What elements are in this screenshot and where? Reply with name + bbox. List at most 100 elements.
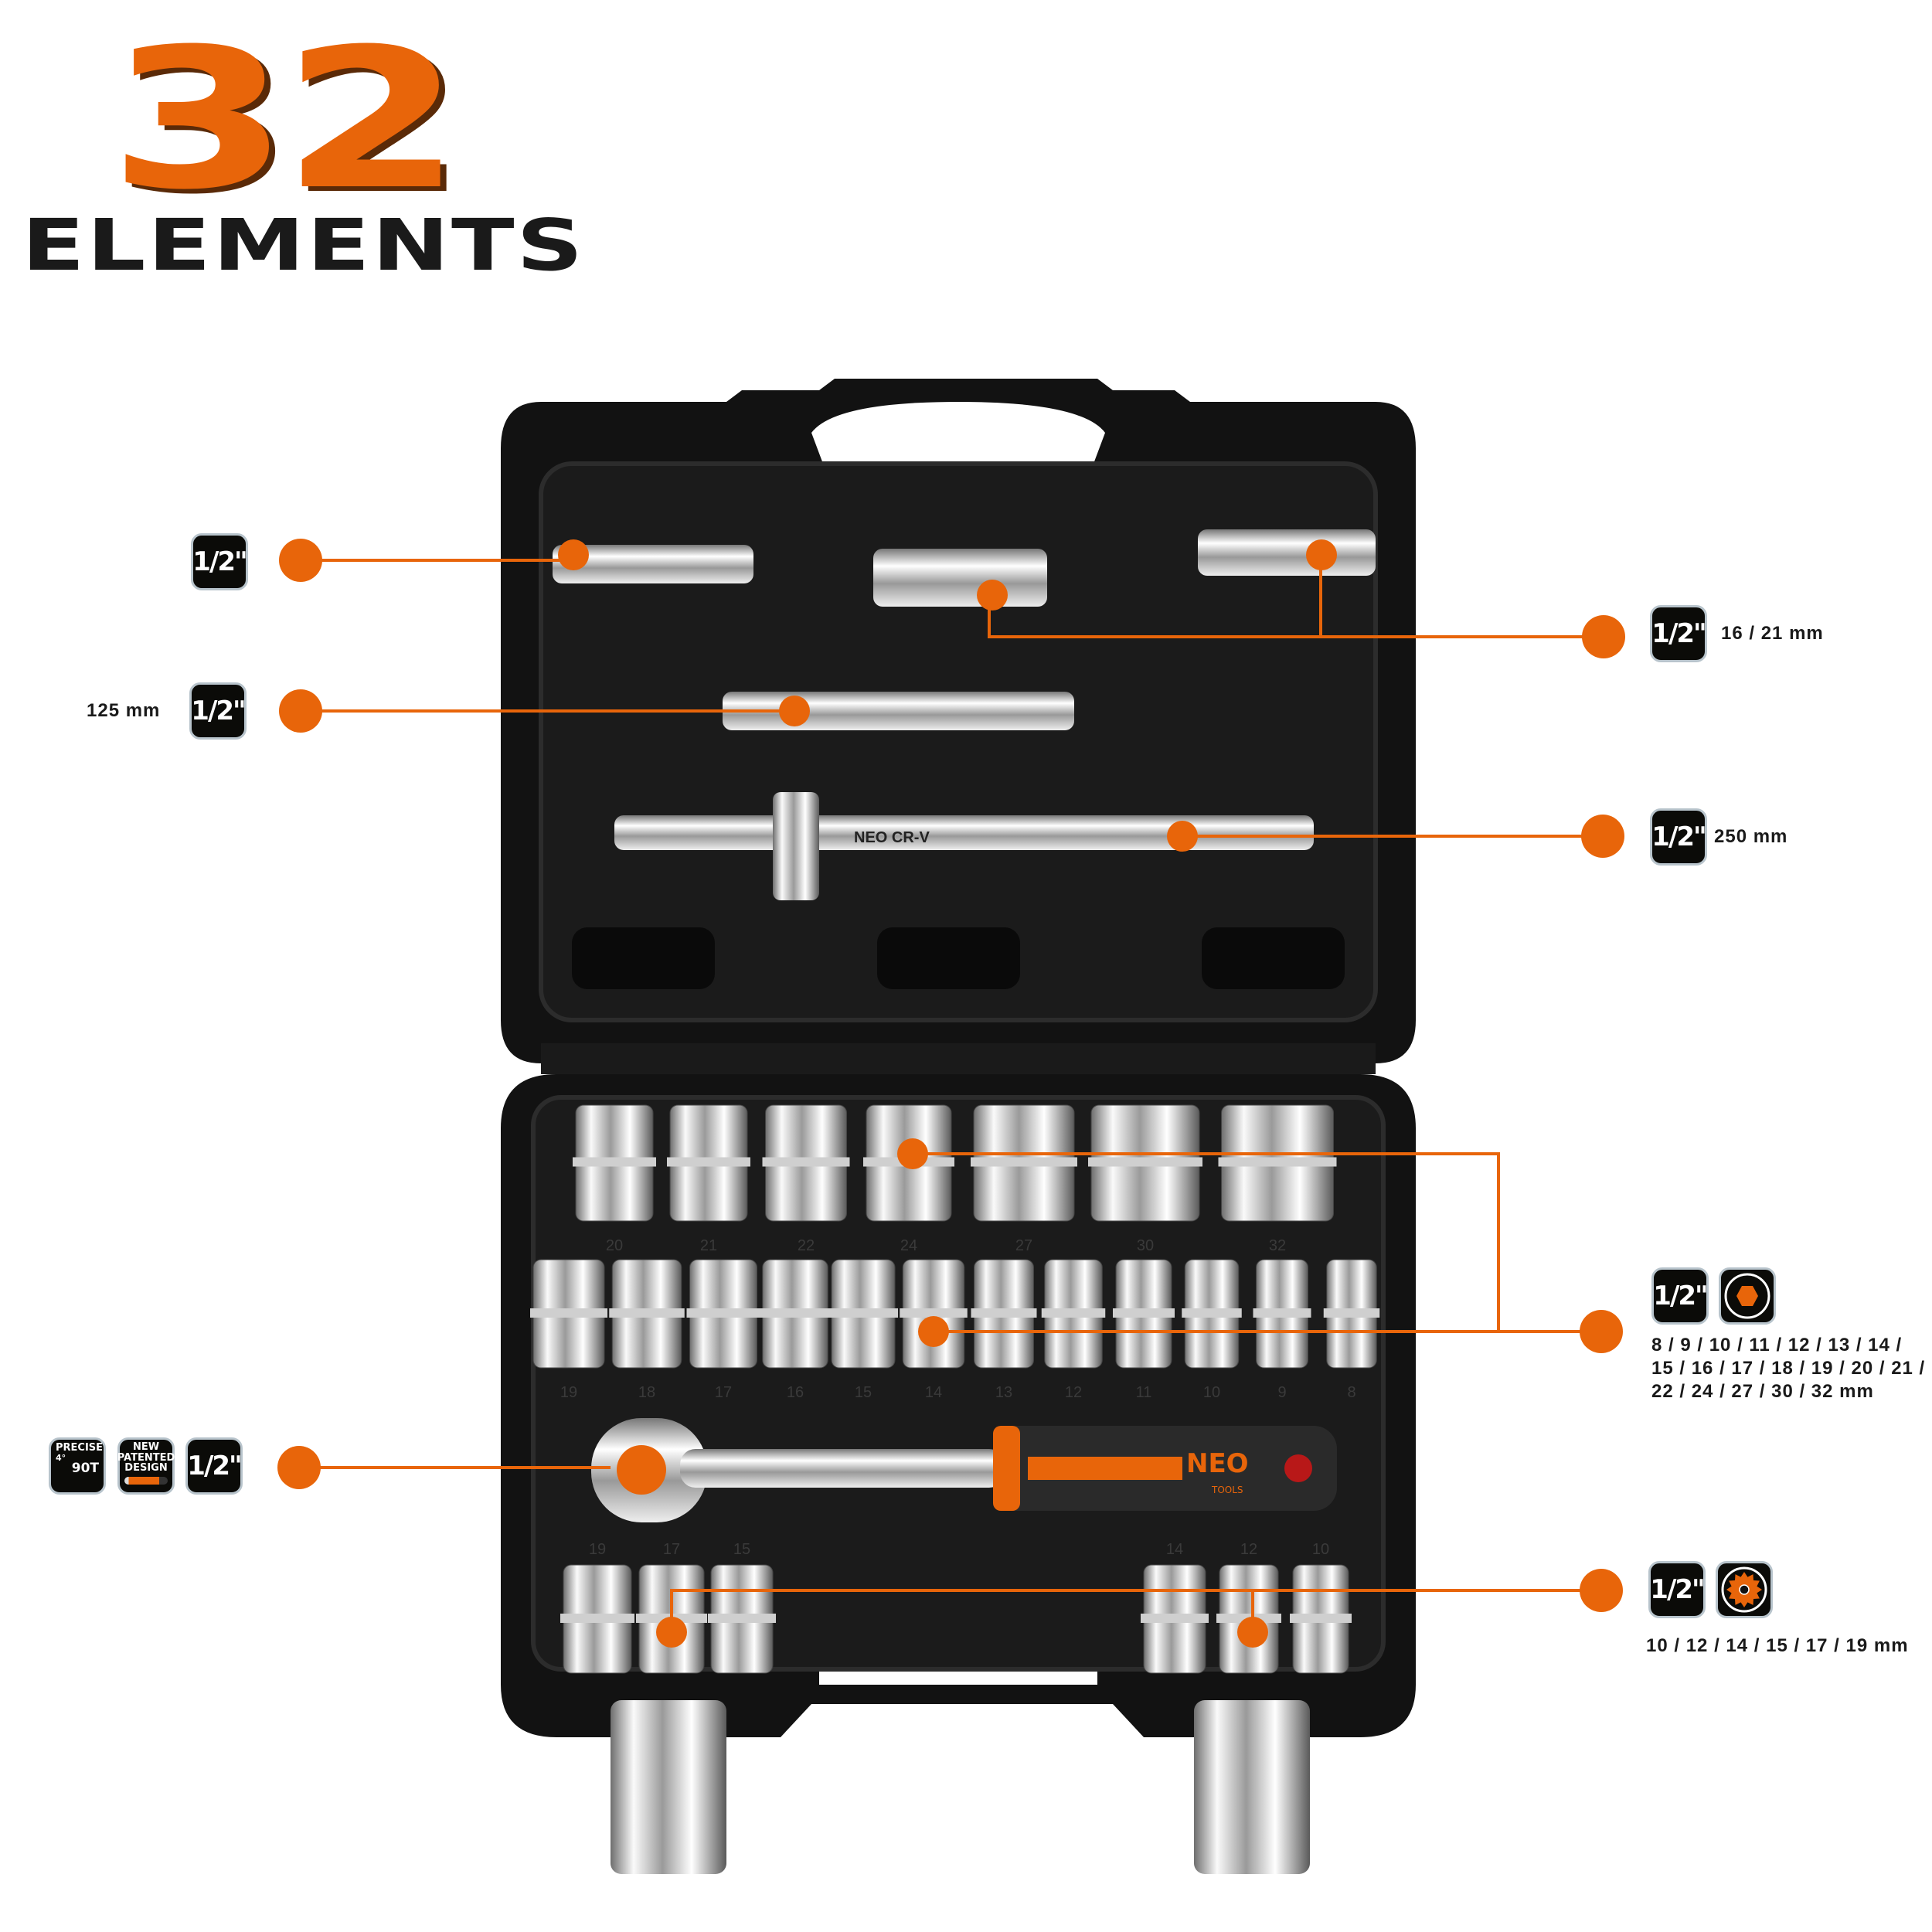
socket-size-label: 12 (1240, 1541, 1257, 1558)
socket-size-label: 12 (1065, 1384, 1082, 1401)
pointer-dot (558, 539, 589, 570)
drive-badge: 1/2" (189, 682, 247, 740)
case-lid: NEO CR-V (501, 379, 1416, 1074)
sizes-line: 22 / 24 / 27 / 30 / 32 mm (1651, 1381, 1874, 1402)
callout-line (672, 1589, 1607, 1592)
socket-size-label: 9 (1277, 1384, 1286, 1401)
callout-line (1181, 835, 1606, 838)
callout-line (670, 1589, 673, 1632)
socket-size-label: 13 (995, 1384, 1012, 1401)
callout-dot (1580, 1569, 1623, 1612)
element-count: 32 (108, 7, 463, 232)
deep-socket-sizes: 16 / 21 mm (1721, 623, 1824, 644)
socket-size-label: 30 (1137, 1237, 1154, 1254)
drive-badge: 1/2" (191, 533, 248, 590)
callout-dot (1582, 615, 1625, 658)
precise-teeth: 90T (71, 1461, 99, 1477)
pointer-dot (977, 580, 1008, 611)
t-bar-250 (614, 815, 1314, 850)
drive-badge: 1/2" (1648, 1561, 1706, 1618)
socket-size-label: 8 (1347, 1384, 1355, 1401)
socket-size-label: 17 (715, 1384, 732, 1401)
drive-badge: 1/2" (1651, 1267, 1709, 1325)
socket-band (900, 1308, 968, 1318)
pointer-dot (1306, 539, 1337, 570)
pointer-dot (918, 1316, 949, 1347)
hex-socket-sizes: 8 / 9 / 10 / 11 / 12 / 13 / 14 / 15 / 16… (1651, 1334, 1925, 1403)
pointer-dot (1237, 1617, 1268, 1648)
socket-band (1253, 1308, 1311, 1318)
callout-line (934, 1330, 1606, 1333)
precise-angle: 4° (56, 1452, 66, 1463)
bihex-socket-sizes: 10 / 12 / 14 / 15 / 17 / 19 mm (1646, 1635, 1909, 1656)
callout-dot (279, 689, 322, 733)
socket-band (667, 1157, 750, 1167)
socket-size-label: 24 (900, 1237, 917, 1254)
callout-dot (1580, 1310, 1623, 1353)
spark-plug-socket-21 (1198, 529, 1376, 576)
drive-badge: 1/2" (1650, 808, 1707, 866)
sizes-line: 8 / 9 / 10 / 11 / 12 / 13 / 14 / (1651, 1335, 1903, 1355)
bar-marking: NEO CR-V (854, 829, 930, 846)
ratchet-brand: NEO (1186, 1448, 1249, 1479)
patent-line: DESIGN (124, 1462, 168, 1475)
ratchet-brand-sub: TOOLS (1211, 1485, 1243, 1495)
socket-band (1113, 1308, 1175, 1318)
socket-size-label: 19 (560, 1384, 577, 1401)
handle-icon (124, 1476, 168, 1485)
socket-band (1323, 1308, 1380, 1318)
socket-band (1182, 1308, 1242, 1318)
extension-length: 125 mm (87, 700, 161, 721)
patent-line: NEW (132, 1441, 160, 1453)
callout-line (1497, 1152, 1500, 1332)
socket-size-label: 15 (733, 1541, 750, 1558)
pointer-dot (656, 1617, 687, 1648)
pointer-dot (779, 696, 810, 726)
callout-dot (1581, 815, 1624, 858)
precise-title: PRECISE (56, 1442, 104, 1454)
socket-size-label: 10 (1203, 1384, 1220, 1401)
patented-design-badge: NEW PATENTED DESIGN (117, 1437, 175, 1495)
callout-dot (279, 539, 322, 582)
callout-line (309, 709, 791, 713)
socket-size-label: 10 (1312, 1541, 1329, 1558)
socket-size-label: 16 (787, 1384, 804, 1401)
latch-right[interactable] (1194, 1700, 1310, 1874)
socket-size-label: 32 (1269, 1237, 1286, 1254)
callout-line (309, 1466, 611, 1469)
12-point-socket-icon (1716, 1561, 1773, 1618)
socket-band (971, 1157, 1077, 1167)
latch-left[interactable] (611, 1700, 726, 1874)
socket-band (1218, 1157, 1337, 1167)
callout-line (989, 635, 1607, 638)
callout-line (913, 1152, 1500, 1155)
drive-badge: 1/2" (1650, 605, 1707, 662)
socket-band (1290, 1614, 1352, 1623)
socket-size-label: 14 (925, 1384, 942, 1401)
socket-band (1088, 1157, 1202, 1167)
pointer-dot (1167, 821, 1198, 852)
socket-size-label: 21 (700, 1237, 717, 1254)
socket-band (530, 1308, 607, 1318)
socket-band (573, 1157, 656, 1167)
pointer-dot (897, 1138, 928, 1169)
socket-band (828, 1308, 898, 1318)
socket-band (560, 1614, 634, 1623)
hexagon-socket-icon (1719, 1267, 1776, 1325)
socket-size-label: 11 (1136, 1384, 1152, 1401)
callout-line (309, 559, 575, 562)
elements-label: ELEMENTS (22, 204, 585, 287)
socket-size-label: 15 (855, 1384, 872, 1401)
socket-size-label: 19 (589, 1541, 606, 1558)
callout-line (1319, 556, 1322, 638)
socket-size-label: 14 (1166, 1541, 1183, 1558)
socket-band (762, 1157, 850, 1167)
tbar-length: 250 mm (1714, 826, 1788, 847)
patent-line: PATENTED (117, 1451, 175, 1464)
sizes-line: 15 / 16 / 17 / 18 / 19 / 20 / 21 / (1651, 1358, 1926, 1379)
socket-band (609, 1308, 685, 1318)
socket-band (1041, 1308, 1106, 1318)
socket-band (1141, 1614, 1209, 1623)
callout-line (988, 594, 991, 638)
